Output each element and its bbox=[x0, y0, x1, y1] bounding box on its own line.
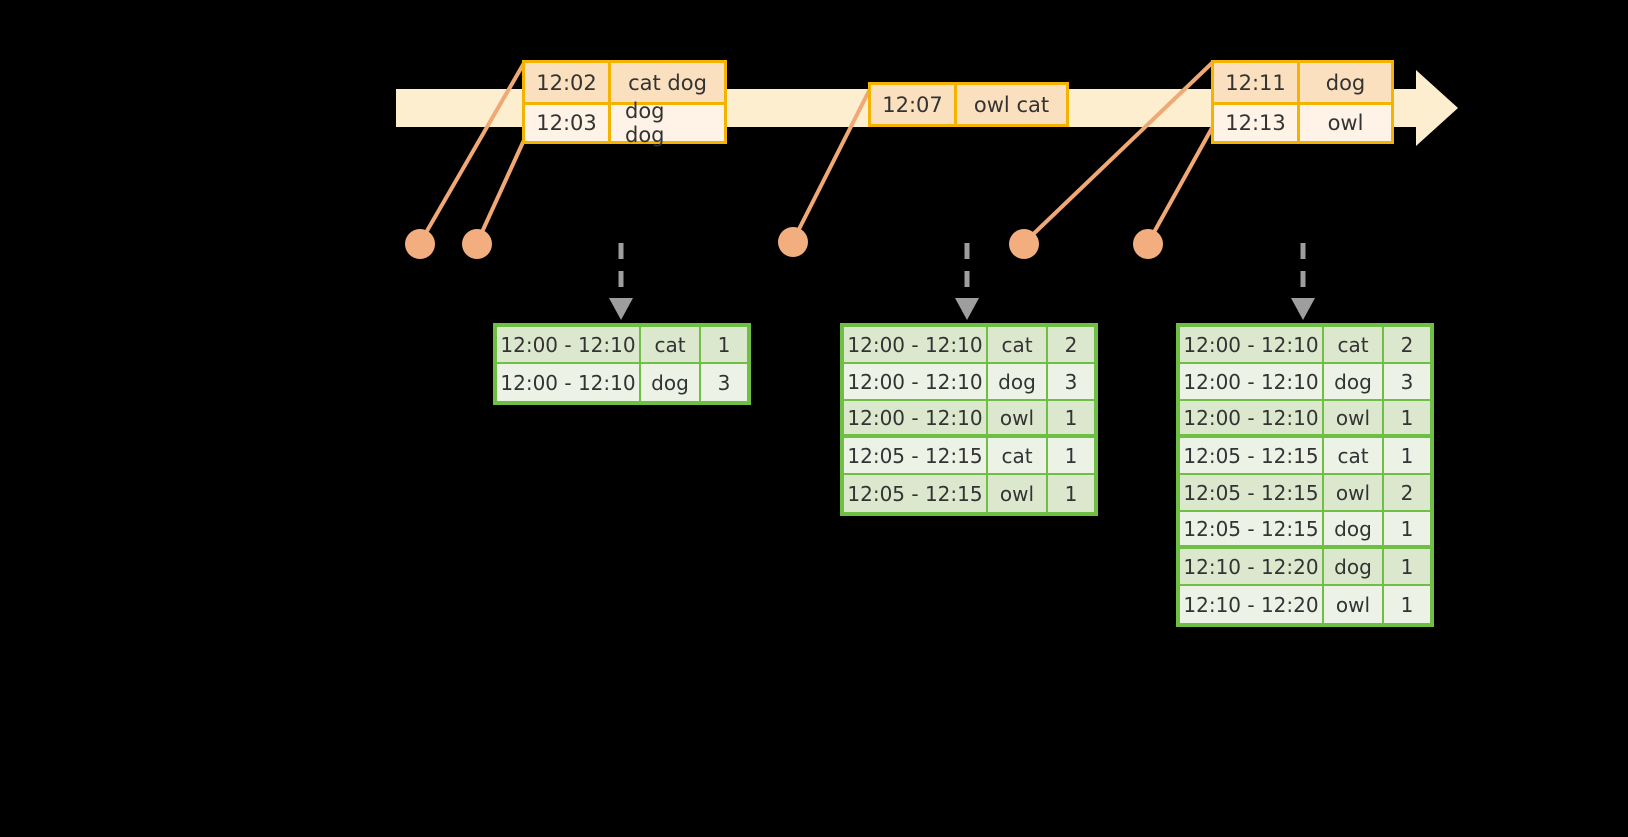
event-row: 12:02 cat dog bbox=[525, 63, 724, 102]
cell-count: 1 bbox=[1400, 405, 1414, 430]
cell-window: 12:00 - 12:10 bbox=[1180, 364, 1324, 399]
cell-window: 12:05 - 12:15 bbox=[844, 475, 988, 512]
cell-count: 3 bbox=[1064, 369, 1078, 394]
cell-count: 3 bbox=[1400, 369, 1414, 394]
event-box-1[interactable]: 12:02 cat dog 12:03 dog dog bbox=[522, 60, 727, 147]
cell-window: 12:05 - 12:15 bbox=[844, 438, 988, 473]
cell-count: 2 bbox=[1400, 480, 1414, 505]
connector-dot-2 bbox=[462, 229, 492, 259]
connector-line-2 bbox=[475, 138, 526, 245]
cell-window: 12:00 - 12:10 bbox=[1180, 327, 1324, 362]
event-row: 12:03 dog dog bbox=[525, 99, 724, 147]
event-box-3[interactable]: 12:11 dog 12:13 owl bbox=[1211, 60, 1394, 144]
cell-word: cat bbox=[641, 327, 701, 362]
cell-count: 1 bbox=[1064, 443, 1078, 468]
cell-word: owl bbox=[1324, 586, 1384, 623]
cell-count: 1 bbox=[717, 332, 731, 357]
cell-window: 12:05 - 12:15 bbox=[1180, 512, 1324, 545]
cell-window: 12:10 - 12:20 bbox=[1180, 586, 1324, 623]
event-time: 12:02 bbox=[525, 63, 611, 102]
event-words: dog dog bbox=[625, 99, 665, 147]
event-row: 12:07 owl cat bbox=[871, 85, 1066, 124]
cell-word: owl bbox=[1324, 401, 1384, 434]
connector-line-3 bbox=[791, 83, 874, 243]
cell-count: 1 bbox=[1400, 554, 1414, 579]
cell-count: 1 bbox=[1064, 481, 1078, 506]
connector-dot-4 bbox=[1009, 229, 1039, 259]
event-words: dog bbox=[1325, 70, 1366, 95]
cell-window: 12:00 - 12:10 bbox=[1180, 401, 1324, 434]
cell-count: 1 bbox=[1064, 405, 1078, 430]
event-box-2[interactable]: 12:07 owl cat bbox=[868, 82, 1069, 127]
cell-word: dog bbox=[988, 364, 1048, 399]
cell-count: 1 bbox=[1400, 443, 1414, 468]
event-words: owl bbox=[1327, 111, 1364, 135]
dashed-arrow-3 bbox=[1291, 243, 1315, 320]
cell-count: 1 bbox=[1400, 516, 1414, 541]
cell-window: 12:00 - 12:10 bbox=[844, 401, 988, 434]
connector-dots bbox=[405, 227, 1163, 259]
cell-word: owl bbox=[1324, 475, 1384, 510]
dashed-arrows bbox=[609, 243, 1315, 320]
cell-word: owl bbox=[988, 475, 1048, 512]
cell-window: 12:00 - 12:10 bbox=[844, 327, 988, 362]
cell-window: 12:00 - 12:10 bbox=[497, 364, 641, 401]
event-time: 12:03 bbox=[525, 105, 611, 141]
event-time: 12:13 bbox=[1214, 105, 1300, 141]
cell-count: 1 bbox=[1400, 592, 1414, 617]
cell-word: dog bbox=[1324, 512, 1384, 545]
connector-dot-1 bbox=[405, 229, 435, 259]
event-words: cat dog bbox=[628, 70, 707, 95]
connector-dot-5 bbox=[1133, 229, 1163, 259]
event-time: 12:11 bbox=[1214, 63, 1300, 102]
event-words: owl cat bbox=[973, 92, 1050, 117]
event-time: 12:07 bbox=[871, 85, 957, 124]
connector-line-5 bbox=[1146, 126, 1214, 245]
cell-window: 12:05 - 12:15 bbox=[1180, 475, 1324, 510]
connector-dot-3 bbox=[778, 227, 808, 257]
cell-window: 12:00 - 12:10 bbox=[497, 327, 641, 362]
cell-word: cat bbox=[1324, 438, 1384, 473]
dashed-arrow-1 bbox=[609, 243, 633, 320]
cell-count: 3 bbox=[717, 370, 731, 395]
dashed-arrow-2 bbox=[955, 243, 979, 320]
cell-word: dog bbox=[1324, 364, 1384, 399]
cell-window: 12:00 - 12:10 bbox=[844, 364, 988, 399]
connector-line-1 bbox=[418, 61, 526, 245]
cell-word: cat bbox=[1324, 327, 1384, 362]
cell-word: owl bbox=[988, 401, 1048, 434]
cell-word: dog bbox=[1324, 549, 1384, 584]
cell-count: 2 bbox=[1064, 332, 1078, 357]
cell-window: 12:05 - 12:15 bbox=[1180, 438, 1324, 473]
cell-count: 2 bbox=[1400, 332, 1414, 357]
cell-word: cat bbox=[988, 327, 1048, 362]
cell-word: dog bbox=[641, 364, 701, 401]
event-row: 12:13 owl bbox=[1214, 102, 1391, 141]
event-row: 12:11 dog bbox=[1214, 63, 1391, 102]
cell-word: cat bbox=[988, 438, 1048, 473]
cell-window: 12:10 - 12:20 bbox=[1180, 549, 1324, 584]
